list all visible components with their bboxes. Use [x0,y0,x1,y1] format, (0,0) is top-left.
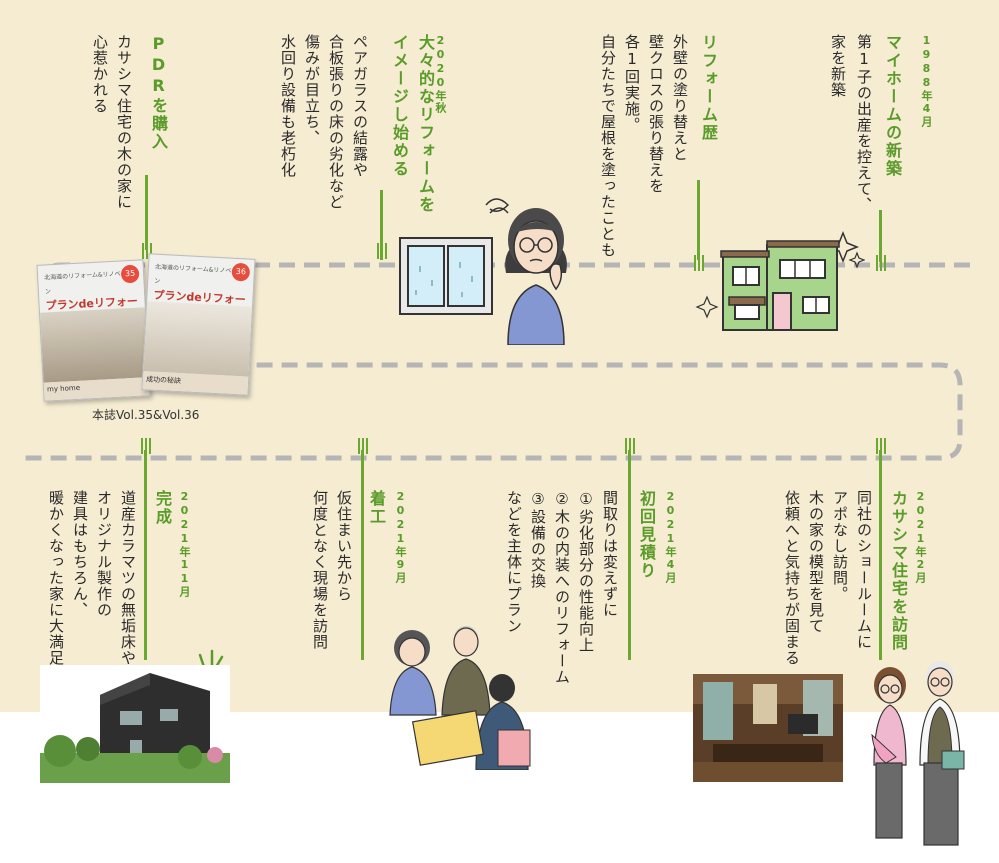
event-date: 2021年9月 [394,490,407,584]
house-illustration [695,230,865,331]
event-body-line: 同社のショールームに [855,490,873,650]
event-body-line: 各1回実施。 [623,34,641,133]
event-body-line: ペアガラスの結露や [351,34,369,178]
event-body-line: 間取りは変えずに [601,490,619,618]
event-heading: 完成 [153,490,172,526]
event-body-line: 傷みが目立ち、 [303,34,321,146]
event-body-line: 暖かくなった家に大満足！ [47,490,65,682]
event-body-line: 第1子の出産を控えて、 [855,34,873,213]
event-body-line: 家を新築 [829,34,847,98]
event-heading: PDRを購入 [149,34,168,151]
magazine-photo [39,307,149,383]
event-body-line: 依頼へと気持ちが固まる [783,490,801,666]
event-body-line: 外壁の塗り替えと [671,34,689,162]
event-body-line: ①劣化部分の性能向上 [577,490,595,653]
event-body-line: 道産カラマツの無垢床や [119,490,137,666]
event-body-line: 合板張りの床の劣化など [327,34,345,210]
event-date: 2021年11月 [178,490,191,598]
window-illustration [399,237,493,315]
timeline-line [697,180,700,260]
event-date: 2020年秋 [434,34,447,114]
timeline-line [361,450,364,660]
event-body-line: 自分たちで屋根を塗ったことも [599,34,617,258]
timeline-line [145,175,148,250]
event-heading: 着工 [367,490,386,526]
event-body-line: カサシマ住宅の木の家に [115,34,133,210]
event-body-line: 水回り設備も老朽化 [279,34,297,178]
event-body-line: 建具はもちろん、 [71,490,89,618]
event-body-line: ③設備の交換 [529,490,547,589]
event-heading: 大々的なリフォームを イメージし始める [390,34,435,214]
event-heading: リフォーム歴 [699,34,718,142]
timeline-marker [358,438,368,454]
timeline-marker [141,438,151,454]
timeline-line [879,450,882,660]
event-body-line: アポなし訪問。 [831,490,849,602]
event-date: 2021年2月 [914,490,927,584]
magazine-cover-vol35: 35 北海道のリフォーム&リノベーションプランdeリフォーム my home [36,259,151,402]
event-body-line: 木の家の模型を見て [807,490,825,634]
timeline-line [380,190,383,260]
event-body-line: 壁クロスの張り替えを [647,34,665,194]
timeline-line [628,450,631,660]
showroom-photo [693,674,843,782]
timeline-line [879,210,882,262]
timeline-marker [694,255,704,271]
event-date: 2021年4月 [664,490,677,584]
completed-house-photo [40,649,230,783]
couple-illustration [871,661,965,846]
event-body-line: 仮住まい先から [335,490,353,602]
timeline-marker [876,255,886,271]
event-body-line: 心惹かれる [91,34,109,114]
timeline-marker [876,438,886,454]
magazine-caption: 本誌Vol.35&Vol.36 [92,408,200,422]
timeline-line [144,450,147,660]
event-date: 1988年4月 [920,34,933,128]
worried-woman-illustration [485,198,567,345]
event-body-line: 何度となく現場を訪問 [311,490,329,650]
timeline-marker [142,243,152,259]
timeline-marker [625,438,635,454]
event-heading: マイホームの新築 [883,34,902,178]
magazine-photo [143,301,253,377]
meeting-illustration [389,626,531,770]
event-body-line: ②木の内装へのリフォーム [553,490,571,685]
magazine-cover-vol36: 36 北海道のリフォーム&リノベーションプランdeリフォーム 成功の秘訣 [141,253,256,396]
event-body-line: などを主体にプラン [505,490,523,634]
event-heading: カサシマ住宅を訪問 [889,490,908,652]
event-body-line: オリジナル製作の [95,490,113,618]
timeline-marker [377,243,387,259]
event-heading: 初回見積り [637,490,656,580]
